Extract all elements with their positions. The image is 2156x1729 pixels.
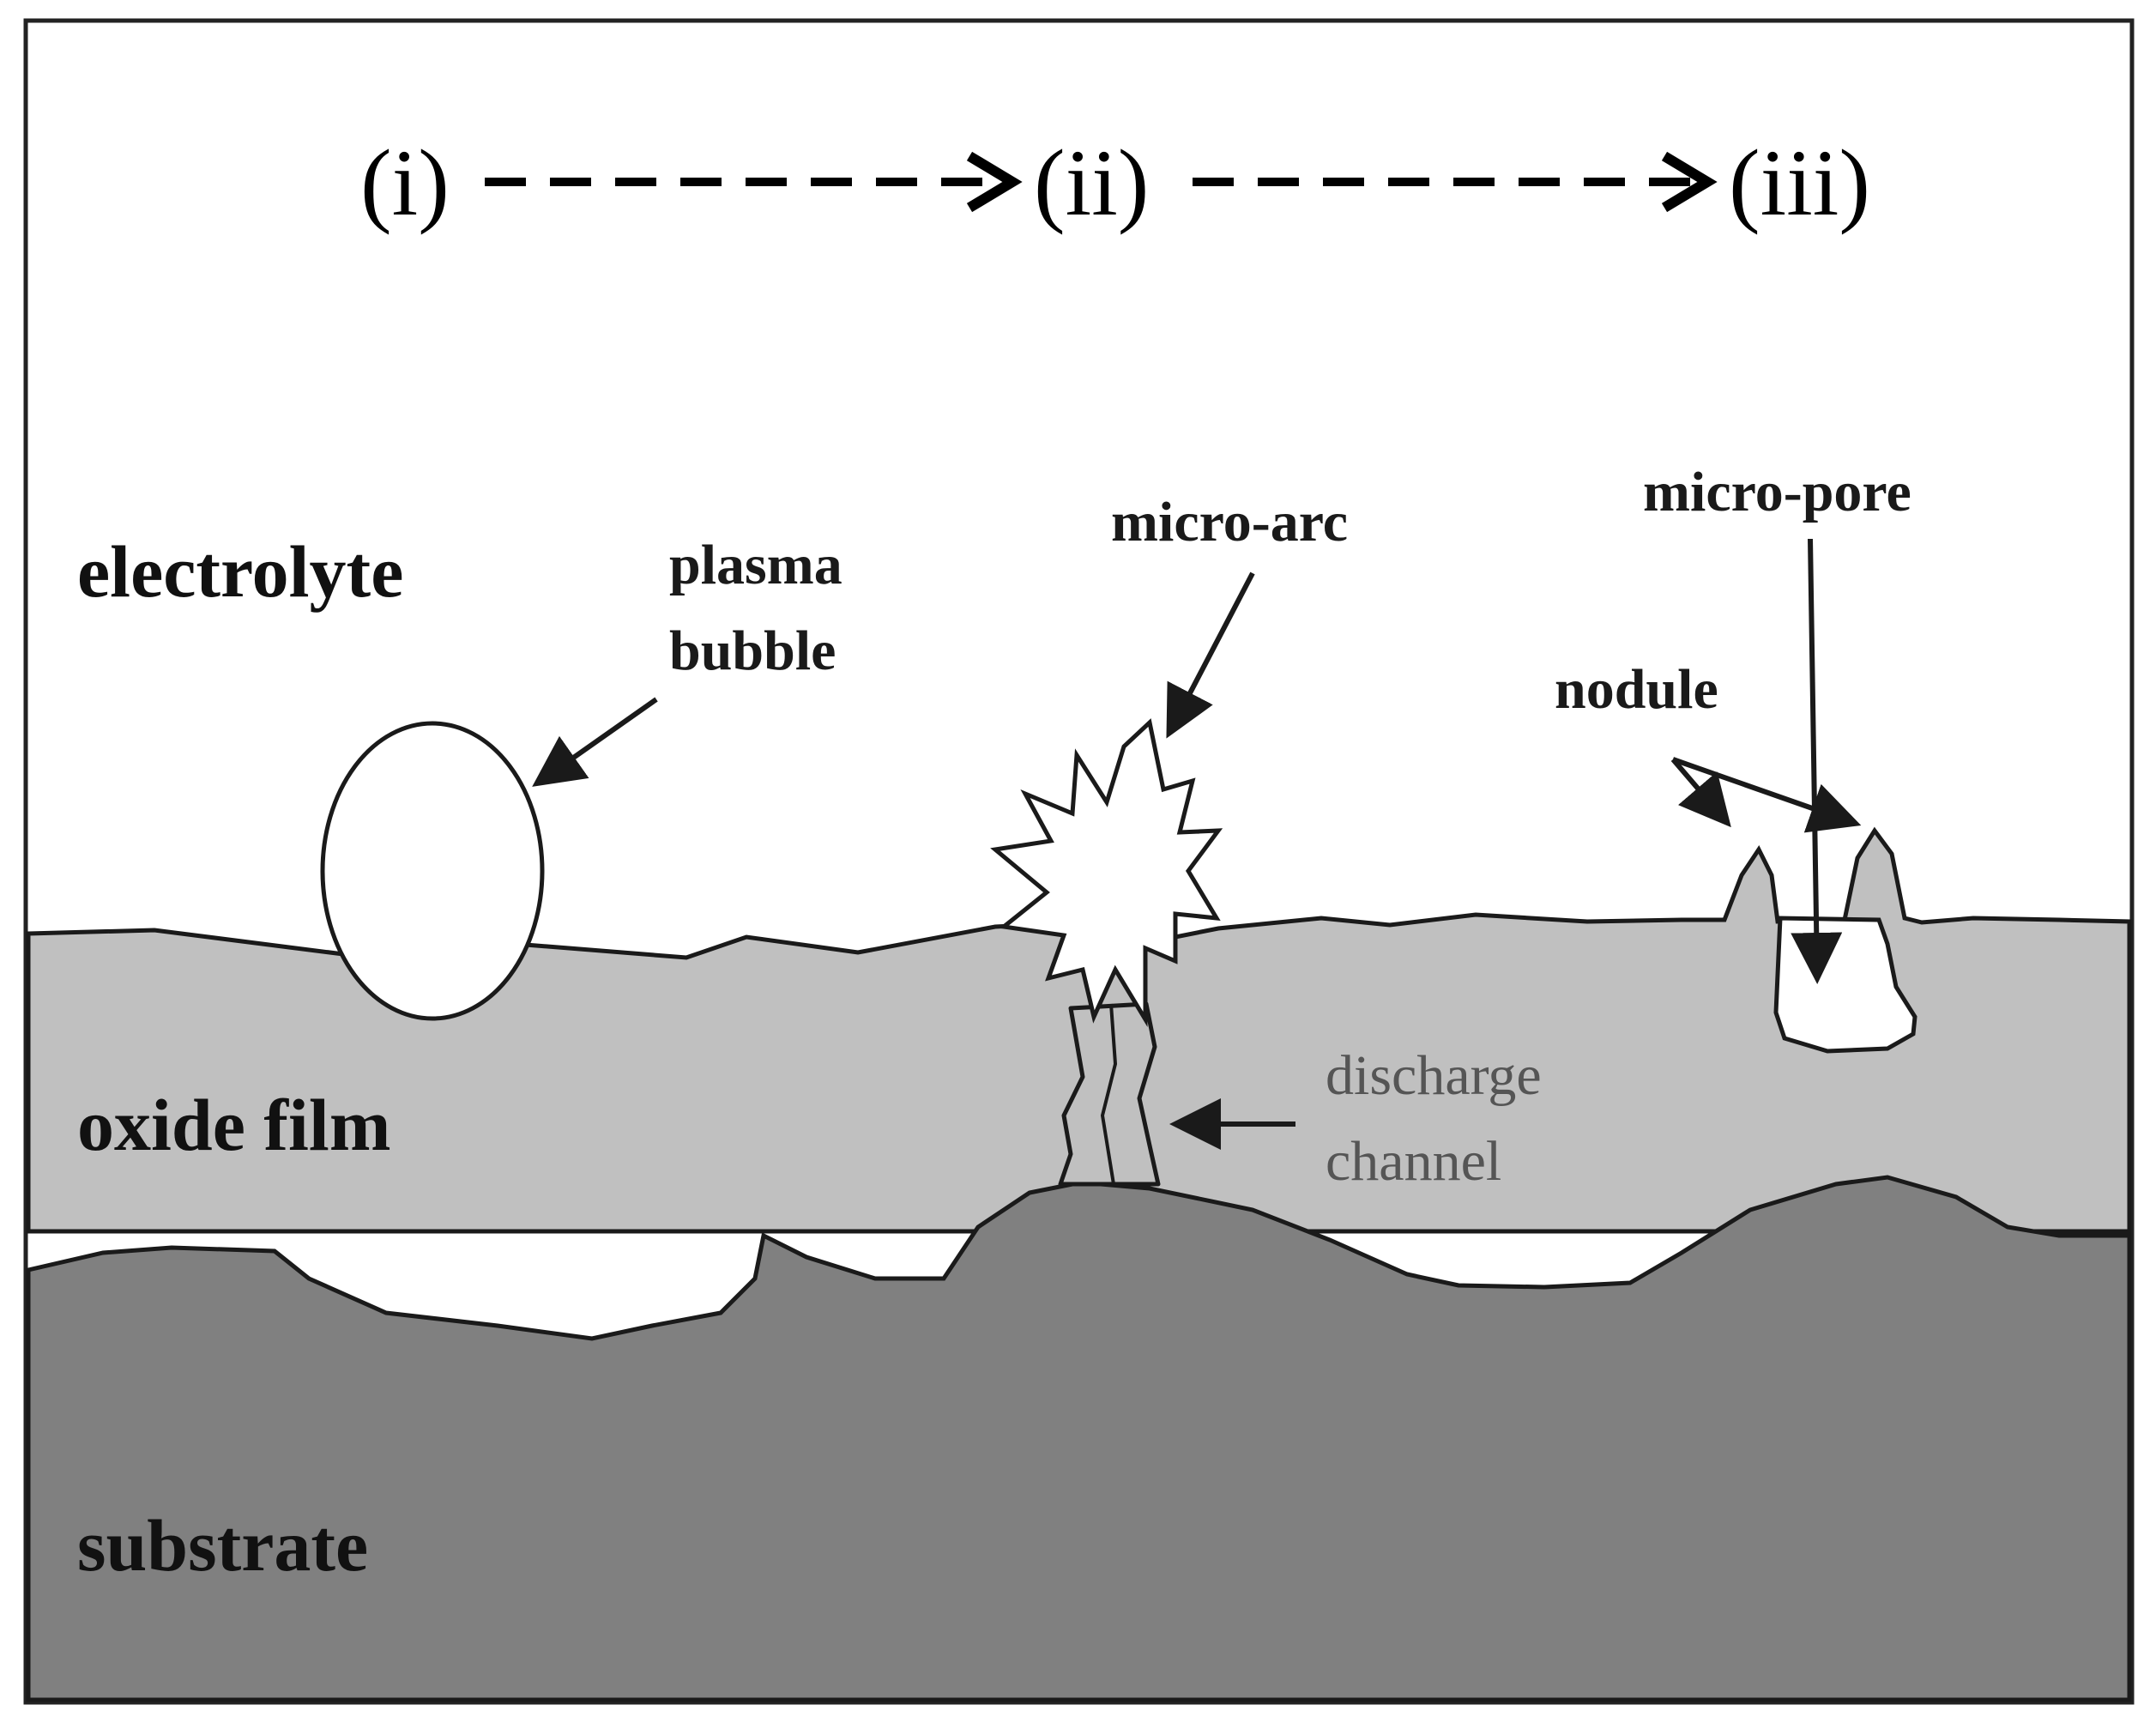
stage-label-iii: (iii) (1729, 130, 1870, 235)
stage-label-i: (i) (360, 130, 450, 235)
nodule-arrow-left (1670, 758, 1731, 828)
micro-pore-arrow (1791, 538, 1843, 984)
plasma-bubble-arrow (532, 697, 658, 787)
plasma-bubble-label-line2: bubble (669, 620, 836, 682)
discharge-channel-label-line2: channel (1326, 1130, 1501, 1193)
stage-arrow-2-head (1661, 151, 1718, 213)
micro-arc-arrow (1166, 571, 1255, 739)
micro-arc-star (990, 718, 1223, 1027)
nodule-arrow-right (1672, 757, 1862, 833)
micro-arc-label: micro-arc (1111, 491, 1348, 553)
micro-pore-label: micro-pore (1643, 461, 1911, 523)
discharge-channel-inner (1100, 1003, 1118, 1185)
stage-label-ii: (ii) (1034, 130, 1149, 235)
discharge-channel-label-line1: discharge (1326, 1044, 1542, 1107)
electrolyte-label: electrolyte (77, 530, 403, 613)
substrate-label: substrate (77, 1504, 368, 1587)
plasma-bubble-label-line1: plasma (669, 534, 842, 596)
oxide-film-label: oxide film (77, 1084, 390, 1166)
plasma-bubble-ellipse (320, 721, 545, 1021)
stage-arrow-1-head (966, 151, 1023, 213)
nodule-label: nodule (1555, 658, 1718, 721)
